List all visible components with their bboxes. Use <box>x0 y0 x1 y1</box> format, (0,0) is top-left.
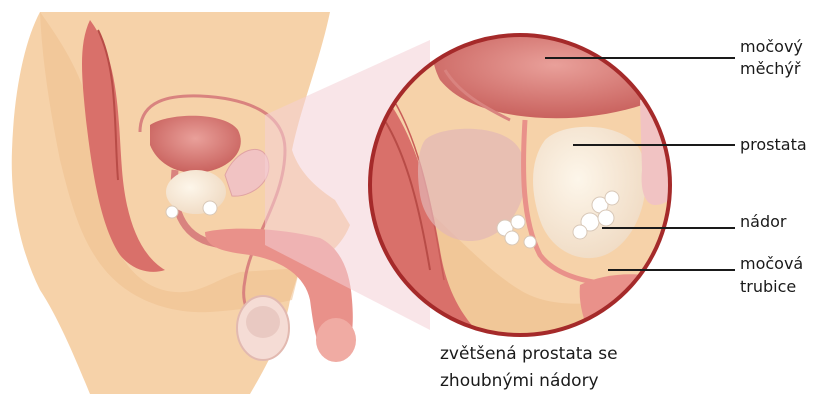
label-bladder-line1: močový <box>740 36 803 58</box>
caption-line1: zvětšená prostata se <box>440 340 618 369</box>
label-bladder-line2: měchýř <box>740 58 800 80</box>
label-tumor: nádor <box>740 211 786 233</box>
caption-line2: zhoubnými nádory <box>440 367 599 396</box>
testicle <box>237 296 289 360</box>
label-urethra-line1: močová <box>740 253 803 275</box>
label-prostate: prostata <box>740 134 807 156</box>
label-urethra-line2: trubice <box>740 276 796 298</box>
